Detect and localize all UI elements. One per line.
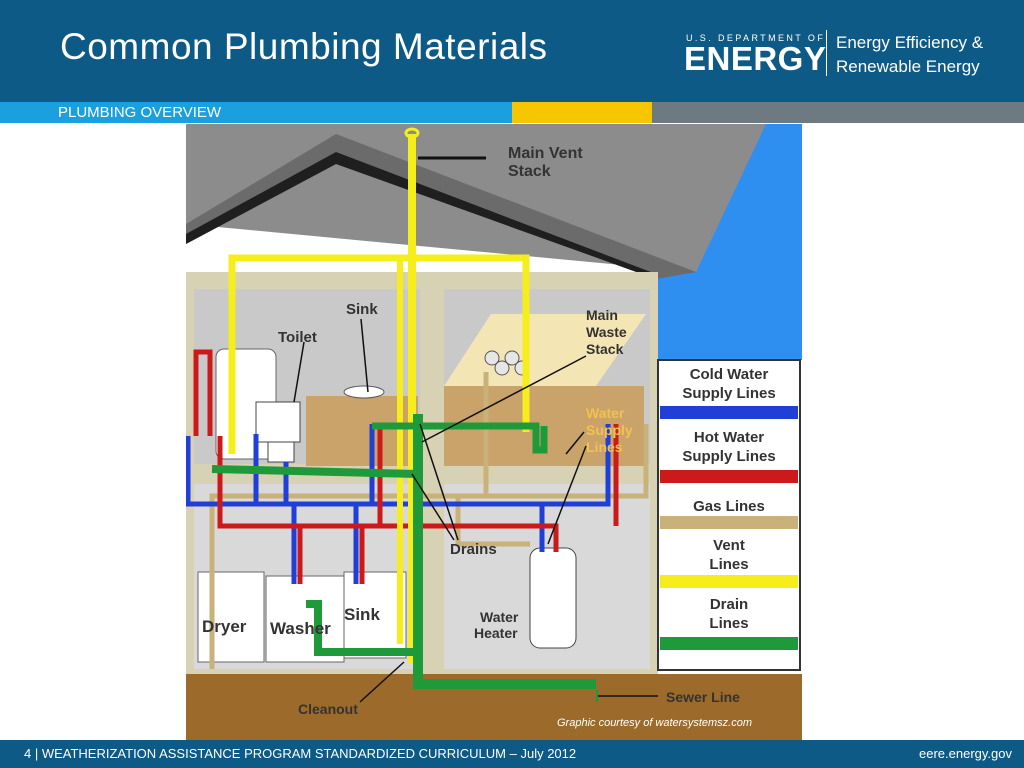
legend-entry-drain: Drain Lines	[660, 596, 798, 650]
legend-swatch-drain	[660, 637, 798, 650]
footer-caption: 4 | WEATHERIZATION ASSISTANCE PROGRAM ST…	[24, 746, 577, 761]
toilet-bowl	[267, 441, 295, 463]
label-main-waste-stack: Stack	[586, 341, 624, 357]
logo-divider	[826, 30, 827, 76]
legend-label: Lines	[709, 556, 748, 573]
eere-text-line1: Energy Efficiency &	[836, 33, 984, 52]
doe-logo-subtitle: U.S. DEPARTMENT OF	[686, 33, 826, 43]
gas-line-heater	[455, 496, 530, 547]
stove-burner	[494, 360, 510, 376]
label-cleanout: Cleanout	[298, 701, 358, 717]
dryer-appliance	[197, 571, 265, 663]
drain-line-kitchen	[372, 422, 548, 454]
legend-entry-vent: Vent Lines	[660, 537, 798, 588]
legend-label: Hot Water	[694, 429, 764, 446]
legend-label: Cold Water	[690, 366, 769, 383]
callout-water-supply	[547, 445, 587, 545]
legend-entry-cold-water: Cold Water Supply Lines	[660, 366, 798, 419]
label-sink-upper: Sink	[346, 301, 378, 318]
hot-water-line-tub	[193, 349, 213, 436]
callout-cleanout	[359, 661, 405, 703]
callout-water-supply	[565, 431, 585, 455]
label-water-supply-lines: Water	[586, 405, 625, 421]
main-waste-stack	[413, 414, 596, 689]
label-main-waste-stack: Waste	[586, 324, 627, 340]
label-water-heater: Water	[480, 609, 519, 625]
legend-swatch-hot-water	[660, 470, 798, 483]
page-title: Common Plumbing Materials	[60, 26, 548, 67]
label-washer: Washer	[270, 619, 331, 638]
eere-text-line2: Renewable Energy	[836, 57, 980, 76]
header-bar	[0, 0, 1024, 102]
callout-sink-upper	[360, 318, 369, 393]
drain-line-bath	[211, 465, 419, 478]
label-water-supply-lines: Supply	[586, 422, 633, 438]
graphic-credit: Graphic courtesy of watersystemsz.com	[557, 717, 753, 729]
label-drains: Drains	[450, 541, 497, 558]
footer-bar	[0, 740, 1024, 768]
callout-main-waste	[421, 355, 587, 443]
section-bar-gray	[652, 102, 1024, 123]
legend-label: Supply Lines	[682, 448, 775, 465]
section-bar-blue	[0, 102, 512, 123]
footer-url: eere.energy.gov	[919, 746, 1012, 761]
callout-toilet	[293, 341, 305, 403]
washer-appliance	[265, 575, 345, 663]
label-dryer: Dryer	[202, 617, 247, 636]
legend-swatch-gas	[660, 516, 798, 529]
legend-entry-hot-water: Hot Water Supply Lines	[660, 429, 798, 483]
branch-vent-line	[228, 254, 530, 454]
label-water-heater: Heater	[474, 625, 518, 641]
stove-burner	[504, 350, 520, 366]
legend-label: Lines	[709, 615, 748, 632]
label-main-waste-stack: Main	[586, 307, 618, 323]
label-water-supply-lines: Lines	[586, 439, 623, 455]
legend-label: Drain	[710, 596, 748, 613]
bathroom-sink	[343, 385, 385, 399]
water-heater-tank	[529, 547, 577, 649]
stove-burner	[484, 350, 500, 366]
label-sewer-line: Sewer Line	[666, 689, 740, 705]
label-sink-lower: Sink	[344, 605, 380, 624]
drain-line-laundry	[306, 600, 418, 656]
doe-logo-wordmark: ENERGY	[684, 40, 827, 77]
label-toilet: Toilet	[278, 329, 317, 346]
section-label: PLUMBING OVERVIEW	[58, 104, 222, 121]
hot-water-line	[217, 436, 559, 552]
legend-label: Gas Lines	[693, 498, 765, 515]
legend-label: Vent	[713, 537, 745, 554]
callout-drains	[419, 423, 459, 541]
label-main-vent-stack: Main Vent	[508, 145, 583, 162]
laundry-sink	[343, 571, 407, 659]
toilet-tank	[255, 401, 301, 443]
legend-entry-gas: Gas Lines	[660, 498, 798, 529]
legend-swatch-cold-water	[660, 406, 798, 419]
section-bar-yellow	[512, 102, 652, 123]
plumbing-diagram: Main Vent Stack Sink Toilet Main Waste S…	[186, 124, 802, 740]
legend-label: Supply Lines	[682, 385, 775, 402]
label-main-vent-stack: Stack	[508, 163, 551, 180]
callout-drains	[411, 473, 455, 541]
vent-cap	[404, 127, 420, 139]
legend-swatch-vent	[660, 575, 798, 588]
gas-line	[209, 424, 649, 669]
